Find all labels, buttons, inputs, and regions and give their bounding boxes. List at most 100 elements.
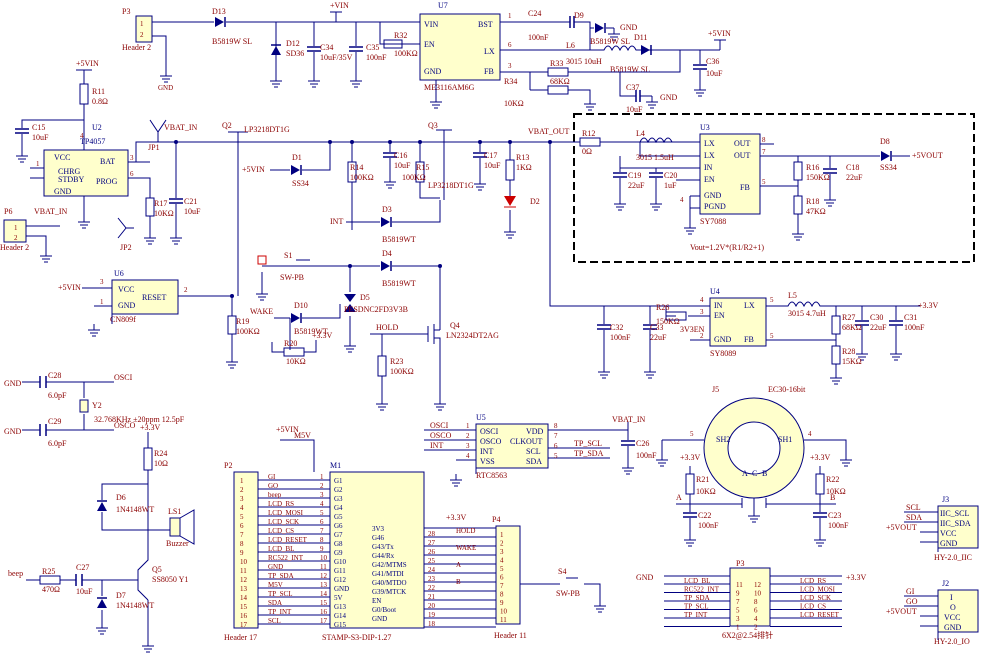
svg-text:CLKOUT: CLKOUT <box>510 437 543 446</box>
svg-text:+5VIN: +5VIN <box>276 425 299 434</box>
m1-pin-name: G13 <box>334 603 347 611</box>
buzzer-section: +3.3V R24 10Ω D6 1N4148WT LS1 Buzzer Q5 … <box>8 423 195 653</box>
p2-net-label: RC522_INT <box>268 554 304 562</box>
svg-text:R27: R27 <box>842 313 855 322</box>
svg-text:LX: LX <box>744 301 755 310</box>
svg-text:ME3116AM6G: ME3116AM6G <box>424 83 475 92</box>
svg-text:VCC: VCC <box>118 285 134 294</box>
svg-text:OSCO: OSCO <box>430 431 452 440</box>
svg-text:CN809f: CN809f <box>110 315 136 324</box>
m1-pin-num-r: 21 <box>428 593 436 601</box>
svg-text:VCC: VCC <box>940 529 956 538</box>
p2-pin-16: 16 <box>240 612 248 620</box>
svg-text:C27: C27 <box>76 563 89 572</box>
res-r16-r18-c18: R16 150KΩ R18 47KΩ C18 22uF <box>791 156 863 241</box>
p3-left-pin: 8 <box>754 598 758 606</box>
m1-pin-num: 8 <box>320 536 324 544</box>
svg-text:JP1: JP1 <box>148 143 160 152</box>
svg-text:VDD: VDD <box>526 427 544 436</box>
svg-text:10uF: 10uF <box>32 133 49 142</box>
res-r12: R12 0Ω <box>560 129 676 156</box>
svg-text:+3.3V: +3.3V <box>918 301 939 310</box>
svg-text:D10: D10 <box>294 301 308 310</box>
p3-right-pin: 7 <box>736 598 740 606</box>
p2-pin-2: 2 <box>240 486 244 494</box>
cap-c24: C24 100nF <box>528 9 591 50</box>
jumper-jp1[interactable]: JP1 VBAT_IN <box>148 119 198 152</box>
svg-text:1: 1 <box>466 422 470 430</box>
svg-text:6: 6 <box>508 41 512 49</box>
svg-text:OSCO: OSCO <box>114 421 136 430</box>
p2-pin-7: 7 <box>240 531 244 539</box>
p4-pin: 3 <box>500 548 504 556</box>
svg-text:R20: R20 <box>284 339 297 348</box>
m1-pin-num: 7 <box>320 527 324 535</box>
svg-text:+3.3V: +3.3V <box>810 453 831 462</box>
m1-pin-num-r: 22 <box>428 584 436 592</box>
svg-text:5: 5 <box>770 332 774 340</box>
p3-right-pin: 9 <box>736 590 740 598</box>
svg-text:P2: P2 <box>224 461 232 470</box>
svg-text:10uF: 10uF <box>394 161 411 170</box>
svg-text:D5: D5 <box>360 293 370 302</box>
m1-pin-name: G1 <box>334 477 343 485</box>
svg-text:6.0pF: 6.0pF <box>48 439 67 448</box>
svg-text:GND: GND <box>636 573 654 582</box>
svg-text:68KΩ: 68KΩ <box>550 77 570 86</box>
jumper-jp2[interactable]: JP2 <box>117 217 134 252</box>
svg-text:VCC: VCC <box>944 613 960 622</box>
p4-net: HOLD <box>456 527 475 535</box>
svg-text:U7: U7 <box>438 1 448 10</box>
svg-text:P6: P6 <box>4 207 12 216</box>
svg-text:3: 3 <box>508 62 512 70</box>
mosfet-q4: HOLD Q4 LN2324DT2AG R23 100KΩ <box>370 321 499 411</box>
svg-text:D8: D8 <box>880 137 890 146</box>
svg-text:R23: R23 <box>390 357 403 366</box>
svg-text:D11: D11 <box>634 33 647 42</box>
p2-net-label: SCL <box>268 617 281 625</box>
m1-pin-num-r: 24 <box>428 566 436 574</box>
p3-right-net: LCD_RS <box>800 577 826 585</box>
svg-text:R19: R19 <box>236 317 249 326</box>
m1-pin-num-r: 27 <box>428 539 436 547</box>
svg-text:+5VIN: +5VIN <box>708 29 731 38</box>
p2-pin-12: 12 <box>240 576 248 584</box>
svg-text:LX: LX <box>704 139 715 148</box>
m1-pin-name-r: G40/MTDO <box>372 579 407 587</box>
p4-pin: 2 <box>500 540 504 548</box>
svg-text:WAKE: WAKE <box>250 307 273 316</box>
svg-text:TP_SCL: TP_SCL <box>574 439 602 448</box>
svg-text:1N4148WT: 1N4148WT <box>116 505 154 514</box>
svg-text:100KΩ: 100KΩ <box>236 327 260 336</box>
svg-text:SCL: SCL <box>906 503 921 512</box>
svg-text:FB: FB <box>740 183 750 192</box>
p2-net-label: LCD_RS <box>268 500 294 508</box>
p3-right-pin: 1 <box>736 624 740 632</box>
switch-s4[interactable]: S4 SW-PB <box>520 567 607 613</box>
ic-u6: U6 VCC RESET GND CN809f +5VIN 3 1 2 <box>58 269 232 337</box>
p2-net-label: LCD_MOSI <box>268 509 304 517</box>
svg-text:EN: EN <box>424 40 435 49</box>
svg-text:R16: R16 <box>806 163 819 172</box>
m1-pin-num: 11 <box>320 563 327 571</box>
svg-text:GND: GND <box>54 187 72 196</box>
diode-d9: GND D9 B5819W SL <box>574 11 638 46</box>
ic-u5: U5 OSCI OSCO INT VSS VDD CLKOUT SCL SDA … <box>424 413 657 487</box>
svg-text:HOLD: HOLD <box>376 323 398 332</box>
p2-net-label: GI <box>268 473 276 481</box>
svg-text:D13: D13 <box>212 7 226 16</box>
svg-text:OUT: OUT <box>734 139 751 148</box>
svg-text:SS34: SS34 <box>880 163 897 172</box>
svg-text:47KΩ: 47KΩ <box>806 207 826 216</box>
svg-text:6: 6 <box>130 170 134 178</box>
tvs-d5: D5 PESDNC2FD3V3B <box>343 266 408 353</box>
m1-pin-name-r: G0/Boot <box>372 606 396 614</box>
m1-pin-name: G10 <box>334 558 347 566</box>
svg-text:B5819W SL: B5819W SL <box>610 65 650 74</box>
svg-text:VSS: VSS <box>480 457 495 466</box>
svg-text:C28: C28 <box>48 371 61 380</box>
svg-text:P4: P4 <box>492 515 500 524</box>
switch-s1[interactable]: S1 SW-PB <box>255 251 316 301</box>
m1-pin-num: 14 <box>320 590 328 598</box>
